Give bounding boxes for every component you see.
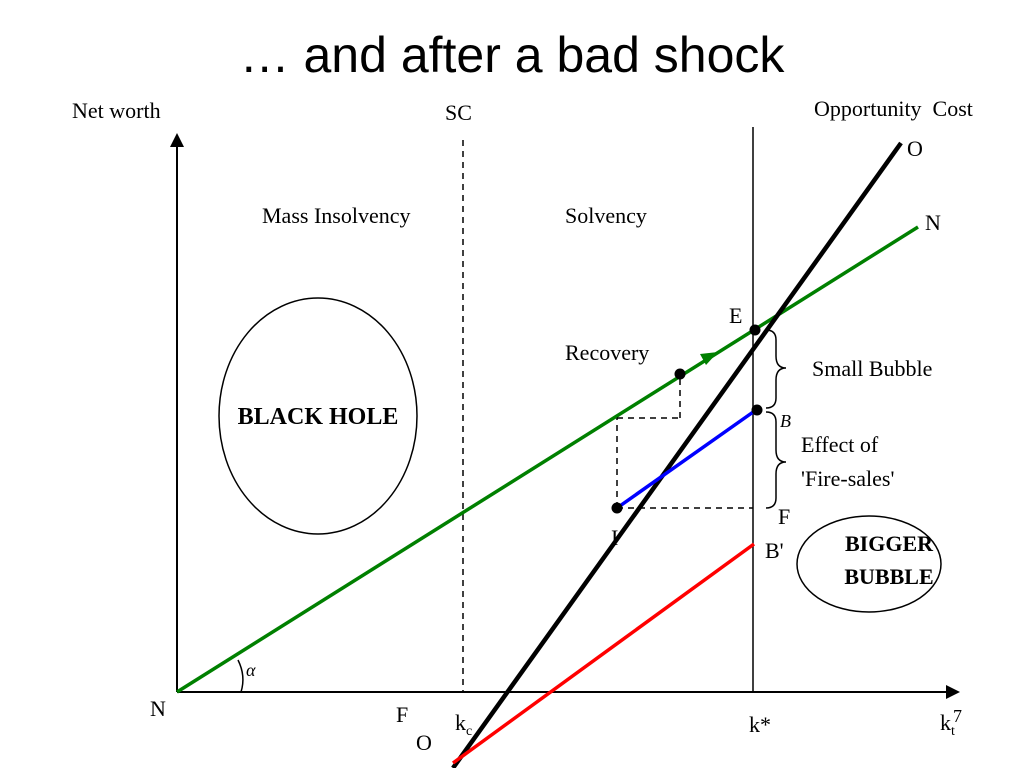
point-e xyxy=(749,324,761,336)
kc-main: k xyxy=(455,710,466,735)
opportunity-cost-line xyxy=(451,141,903,768)
fire-sales-brace xyxy=(765,411,787,509)
mass-insolvency-label: Mass Insolvency xyxy=(262,203,410,228)
angle-arc xyxy=(237,659,244,693)
recovery-arrow xyxy=(700,352,718,365)
page-number: 7 xyxy=(953,706,962,726)
x-end-label: kt xyxy=(940,710,955,739)
black-hole-label: BLACK HOLE xyxy=(238,404,399,430)
kc-sub: c xyxy=(466,724,472,739)
bigger-bubble-line1: BIGGER xyxy=(845,531,934,556)
small-bubble-brace xyxy=(765,329,787,409)
fire-sales-line1: Effect of xyxy=(801,432,879,457)
slide-title: … and after a bad shock xyxy=(239,27,785,83)
kc-label: kc xyxy=(455,710,472,739)
solvency-label: Solvency xyxy=(565,203,647,228)
sc-label: SC xyxy=(445,100,472,125)
bigger-bubble-ellipse xyxy=(796,515,942,613)
b-prime-label: B' xyxy=(765,538,784,563)
e-label: E xyxy=(729,303,742,328)
b-label: B xyxy=(780,411,791,431)
fire-sale-line xyxy=(615,408,758,510)
y-axis-label: Net worth xyxy=(72,98,161,123)
point-recovery xyxy=(674,368,686,380)
bigger-bubble-line2: BUBBLE xyxy=(844,564,933,589)
opportunity-cost-label: Opportunity Cost xyxy=(814,96,973,121)
x-end-main: k xyxy=(940,710,951,735)
recovery-label: Recovery xyxy=(565,340,649,365)
o-top-label: O xyxy=(907,136,923,161)
origin-label: N xyxy=(150,696,166,721)
i-label: I xyxy=(611,525,618,550)
black-hole-ellipse xyxy=(218,297,418,535)
net-worth-line xyxy=(176,225,919,694)
fire-sales-line2: 'Fire-sales' xyxy=(801,466,894,491)
o-bottom-label: O xyxy=(416,730,432,755)
n-line-label: N xyxy=(925,210,941,235)
point-b xyxy=(751,404,763,416)
x-end-sub: t xyxy=(951,724,955,739)
point-i xyxy=(611,502,623,514)
small-bubble-label: Small Bubble xyxy=(812,356,932,381)
f-point-label: F xyxy=(778,504,790,529)
shocked-net-worth-line xyxy=(451,542,756,765)
f-bottom-label: F xyxy=(396,702,408,727)
kstar-label: k* xyxy=(749,712,771,737)
angle-label: α xyxy=(246,660,256,680)
